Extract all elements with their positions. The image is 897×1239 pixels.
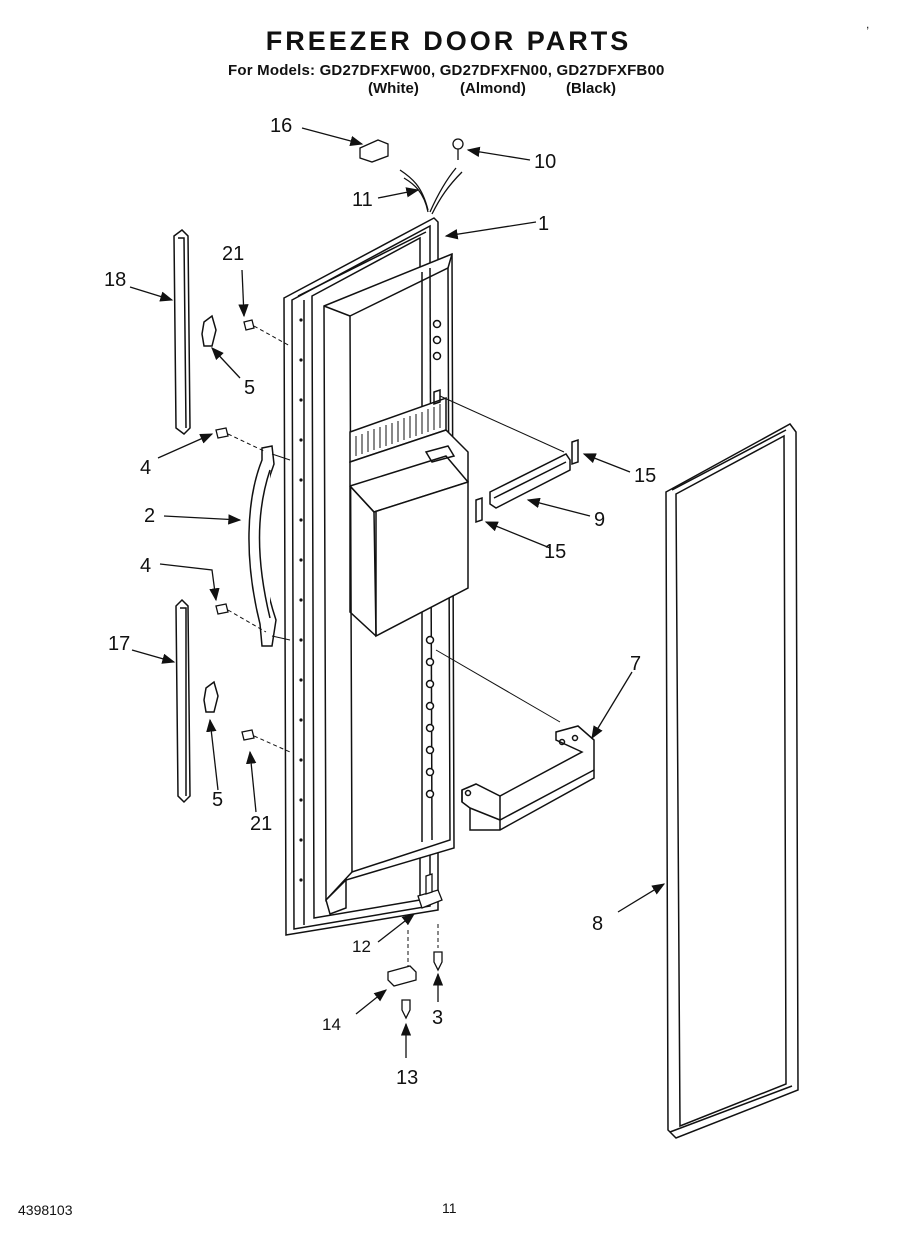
- variant-black: (Black): [566, 80, 617, 97]
- callout-21-top: 21: [222, 243, 244, 265]
- callout-15-top: 15: [634, 465, 656, 487]
- leader-lines: [271, 395, 565, 723]
- callout-7: 7: [630, 653, 641, 675]
- callout-18: 18: [104, 269, 126, 291]
- callout-12: 12: [352, 937, 371, 956]
- callout-5-bottom: 5: [212, 789, 223, 811]
- callout-16: 16: [270, 115, 292, 137]
- callout-8: 8: [592, 913, 603, 935]
- corner-mark: ,: [866, 17, 869, 31]
- callout-15-bottom: 15: [544, 541, 566, 563]
- variant-almond: (Almond): [460, 80, 526, 97]
- callout-5-top: 5: [244, 377, 255, 399]
- callout-11: 11: [352, 189, 373, 211]
- door-bin: [461, 725, 595, 831]
- door-handle: [248, 445, 277, 647]
- callout-13: 13: [396, 1067, 418, 1089]
- trim-strip: [489, 453, 571, 509]
- screws: [215, 319, 443, 1020]
- trim-bars: [173, 229, 191, 804]
- callout-17: 17: [108, 633, 130, 655]
- callout-4-bottom: 4: [140, 555, 151, 577]
- callout-14: 14: [322, 1015, 341, 1034]
- page-title: FREEZER DOOR PARTS: [265, 26, 632, 56]
- handle-clips: [201, 314, 219, 713]
- callout-4-top: 4: [140, 457, 151, 479]
- callout-10: 10: [534, 151, 556, 173]
- document-number: 4398103: [18, 1202, 73, 1218]
- hinge-parts: [387, 873, 443, 987]
- callout-labels: 16 10 11 1 18 21 5 4 2 4 17 5 21 15 9 15…: [104, 115, 656, 1089]
- end-caps: [475, 438, 579, 524]
- door-panel: [283, 217, 469, 936]
- callout-arrows: [129, 127, 666, 1058]
- variant-white: (White): [368, 80, 419, 97]
- assembly-lines: [227, 325, 439, 966]
- callout-21-bottom: 21: [250, 813, 272, 835]
- callout-2: 2: [144, 505, 155, 527]
- door-gasket: [665, 423, 799, 1139]
- callout-9: 9: [594, 509, 605, 531]
- callout-3: 3: [432, 1007, 443, 1029]
- top-parts: [359, 138, 464, 215]
- page-number: 11: [442, 1200, 457, 1216]
- models-line: For Models: GD27DFXFW00, GD27DFXFN00, GD…: [228, 62, 665, 79]
- callout-1: 1: [538, 213, 549, 235]
